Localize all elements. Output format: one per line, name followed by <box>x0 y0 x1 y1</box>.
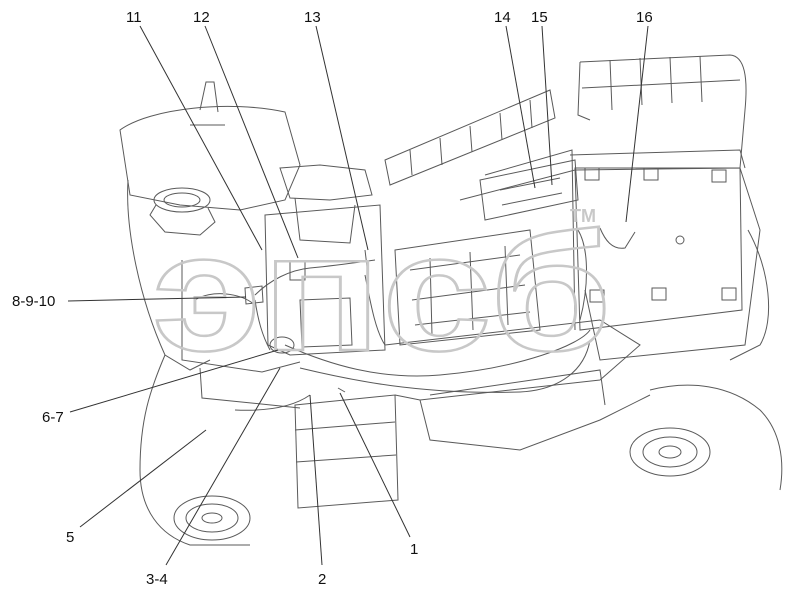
callout-6-7: 6-7 <box>42 409 64 426</box>
watermark-text: эпсб <box>152 198 612 386</box>
callout-14: 14 <box>494 9 511 26</box>
leader-5 <box>79 429 207 528</box>
watermark: эпсб TM <box>151 197 614 388</box>
callout-11: 11 <box>126 9 142 26</box>
callout-13: 13 <box>304 9 321 26</box>
callout-labels: 11 12 13 14 15 16 8-9-10 6-7 5 3-4 2 1 <box>12 9 653 588</box>
watermark-tm: TM <box>570 206 596 226</box>
callout-5: 5 <box>66 529 74 546</box>
leader-2 <box>309 394 323 566</box>
leader-8-9-10 <box>67 296 247 302</box>
vehicle-outline <box>119 54 783 546</box>
leader-14 <box>505 25 536 189</box>
leader-15 <box>541 25 553 186</box>
leader-13 <box>315 25 369 251</box>
callout-2: 2 <box>318 571 326 588</box>
callout-12: 12 <box>193 9 210 26</box>
callout-3-4: 3-4 <box>146 571 168 588</box>
leader-11 <box>139 25 263 251</box>
leader-16 <box>625 25 649 223</box>
callout-16: 16 <box>636 9 653 26</box>
callout-8-9-10: 8-9-10 <box>12 293 55 310</box>
leader-6-7 <box>69 349 279 413</box>
leader-1 <box>339 392 411 538</box>
callout-15: 15 <box>531 9 548 26</box>
leader-12 <box>204 25 299 259</box>
leader-3-4 <box>165 367 281 566</box>
leader-lines <box>67 25 649 566</box>
callout-1: 1 <box>410 541 418 558</box>
